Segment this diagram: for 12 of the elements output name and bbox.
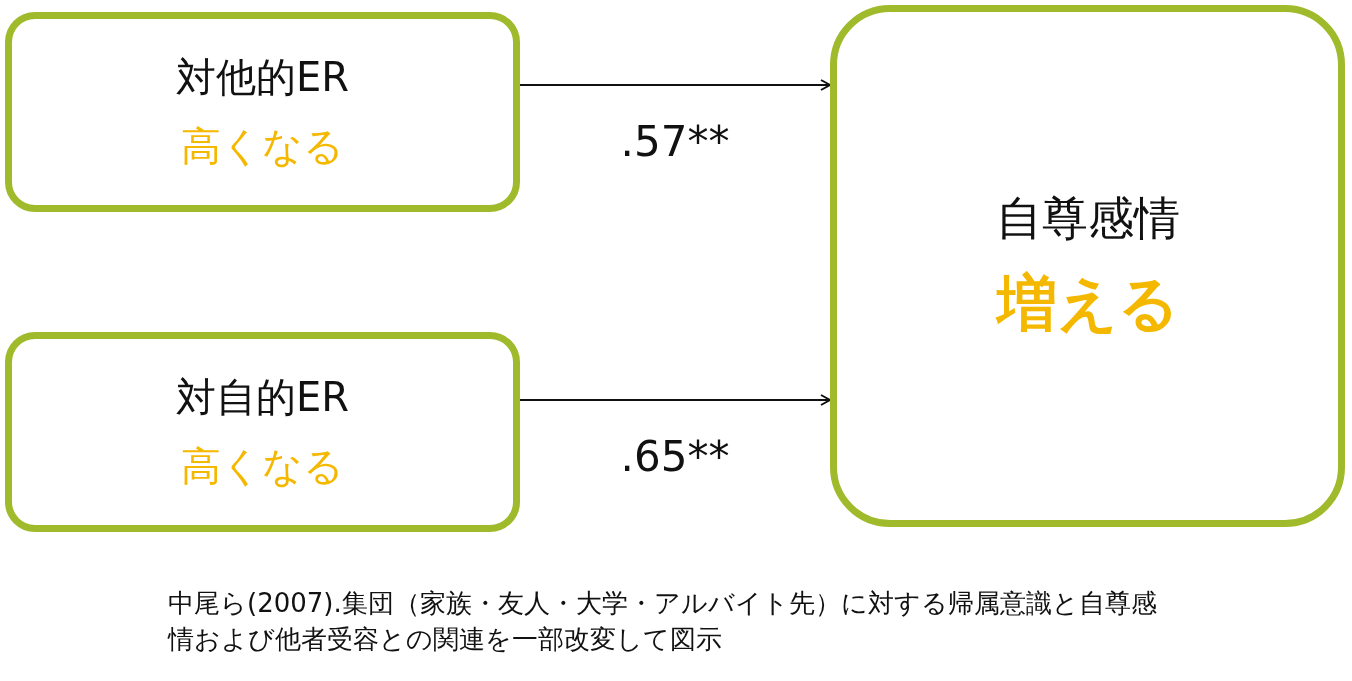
- heading-text: 対他的ER: [175, 53, 350, 102]
- status-text: 増える: [996, 266, 1179, 340]
- rounded-box: [830, 5, 1345, 527]
- arrow: [519, 394, 831, 406]
- heading-text: 対自的ER: [175, 373, 350, 422]
- rounded-box: [5, 332, 520, 532]
- heading-text: 自尊感情: [995, 189, 1180, 247]
- status-text: 高くなる: [181, 122, 344, 171]
- arrow: [519, 79, 831, 91]
- status-text: 高くなる: [181, 442, 344, 491]
- rounded-box: [5, 12, 520, 212]
- caption: 中尾ら(2007).集団（家族・友人・大学・アルバイト先）に対する帰属意識と自尊感情および他者受容との関連を一部改変して図示: [168, 587, 1158, 656]
